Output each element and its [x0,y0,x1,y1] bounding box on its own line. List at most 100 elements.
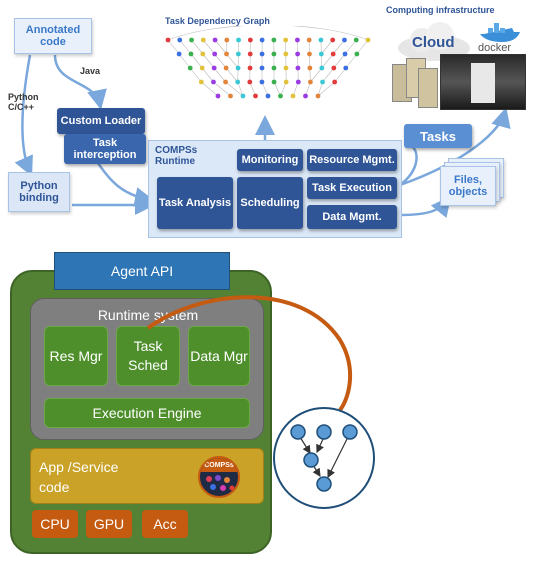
cloud-label: Cloud [412,34,455,51]
graph-node [223,79,228,85]
infra-title: Computing infrastructure [386,5,495,15]
datacenter-image [440,54,526,110]
graph-node [247,79,253,85]
resource-mgmt-box: Resource Mgmt. [307,149,397,171]
graph-node [223,65,229,71]
gpu-label: GPU [93,516,125,532]
task-execution-label: Task Execution [312,182,392,194]
annotated-code-note: Annotated code [14,18,92,54]
scheduling-box: Scheduling [237,177,303,229]
graph-node [342,51,348,57]
workflow-node [342,424,358,440]
graph-node [247,65,253,71]
agent-api-box: Agent API [54,252,230,290]
graph-node [354,51,360,57]
workflow-diagram [146,295,375,509]
agent-api-label: Agent API [110,263,174,279]
graph-node [165,37,171,43]
acc-box: Acc [142,510,188,538]
graph-node [271,51,277,57]
runtime-title: COMPSs Runtime [155,145,198,167]
graph-node [259,37,265,43]
graph-node [211,79,216,85]
graph-node [211,65,217,71]
resource-mgmt-label: Resource Mgmt. [309,154,395,166]
graph-node [235,65,241,71]
graph-node [259,65,265,71]
graph-node [308,79,313,85]
workflow-node [290,424,306,440]
graph-node [228,93,233,99]
docker-whale-icon [480,23,520,42]
graph-node [283,51,289,57]
workflow-circle [273,407,375,509]
python-binding-label: Python binding [19,180,59,204]
graph-node [343,65,349,71]
compss-badge-label: COMPSs [200,458,238,472]
graph-node [290,93,296,99]
cpu-box: CPU [32,510,78,538]
graph-node [303,93,308,99]
graph-node [177,37,183,43]
graph-node [235,51,241,57]
graph-node [330,37,336,43]
data-mgr-label: Data Mgr [190,347,248,364]
task-dependency-graph [165,26,371,99]
graph-node [318,37,324,43]
app-service-label: App /Service code [39,459,119,495]
task-analysis-box: Task Analysis [157,177,233,229]
graph-node [283,65,289,71]
cpu-label: CPU [40,516,70,532]
graph-node [200,51,206,57]
graph-node [271,65,277,71]
runtime-system-label: Runtime system [97,307,199,323]
task-graph-title: Task Dependency Graph [165,16,270,26]
graph-node [240,93,246,99]
graph-node [295,51,301,57]
graph-node [200,37,206,43]
compss-runtime-panel: COMPSs Runtime Task Analysis Monitoring … [148,140,402,238]
graph-node [283,79,289,85]
graph-node [265,93,271,99]
monitoring-box: Monitoring [237,149,303,171]
graph-node [271,79,277,85]
graph-node [319,65,325,71]
graph-node [236,37,241,43]
graph-node [278,93,283,99]
graph-node [224,37,230,43]
workflow-node [316,424,332,440]
graph-node [259,51,265,57]
graph-node [247,37,253,43]
acc-label: Acc [153,516,177,532]
python-binding-box: Python binding [8,172,70,212]
monitoring-label: Monitoring [241,154,299,166]
res-mgr-label: Res Mgr [49,347,103,364]
graph-node [332,79,338,85]
graph-node [353,37,359,43]
data-mgmt-box: Data Mgmt. [307,205,397,229]
tasks-box: Tasks [404,124,472,148]
graph-node [295,79,301,85]
graph-node [253,93,258,99]
orange-link [146,295,353,412]
graph-node [198,79,204,85]
graph-node [188,51,194,57]
graph-node [259,79,265,85]
compss-badge: COMPSs [198,456,240,498]
docker-label: docker [478,42,512,54]
task-interception-box: Task interception [64,134,146,164]
task-execution-box: Task Execution [307,177,397,199]
annotated-code-label: Annotated code [25,24,81,48]
graph-node [187,65,193,71]
data-mgr-box: Data Mgr [188,326,250,386]
graph-node [283,37,289,43]
graph-node [307,51,312,57]
dots-icon [206,475,235,491]
task-sched-label: Task Sched [128,338,168,373]
res-mgr-box: Res Mgr [44,326,108,386]
graph-node [295,37,300,43]
files-stack: Files, objects [440,158,506,208]
graph-node [247,51,253,57]
task-interception-label: Task interception [73,137,137,161]
task-sched-box: Task Sched [116,326,180,386]
